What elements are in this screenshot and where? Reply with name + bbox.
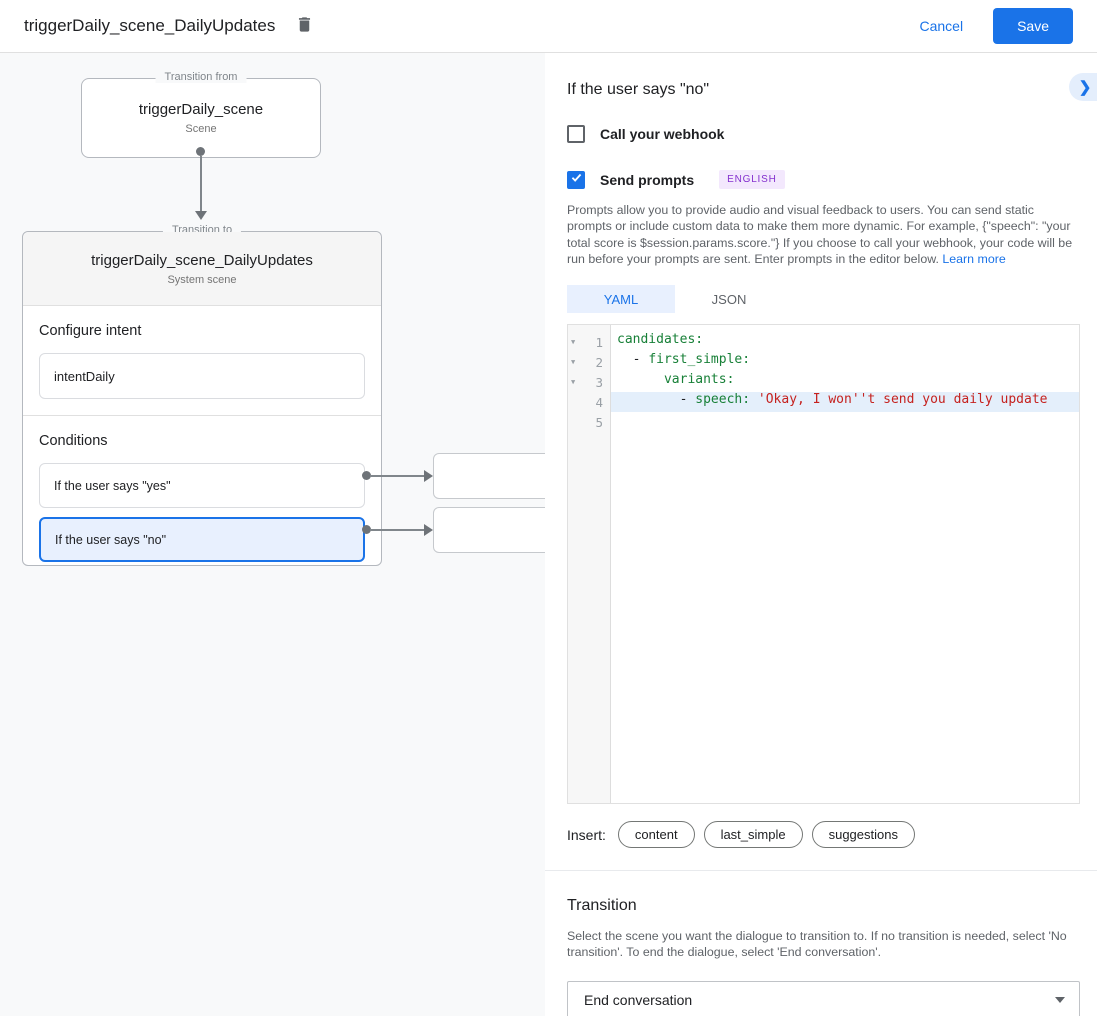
delete-scene-button[interactable] [295, 15, 314, 37]
to-scene-name: triggerDaily_scene_DailyUpdates [91, 251, 313, 269]
tab-json[interactable]: JSON [711, 291, 747, 307]
transition-from-legend: Transition from [155, 71, 247, 83]
prompts-description: Prompts allow you to provide audio and v… [567, 203, 1073, 266]
transition-description: Select the scene you want the dialogue t… [567, 929, 1067, 960]
connector-line [370, 475, 425, 477]
webhook-checkbox-row[interactable]: Call your webhook [567, 125, 1080, 143]
webhook-checkbox[interactable] [567, 125, 585, 143]
dropdown-caret-icon [1055, 996, 1065, 1003]
condition-editor-panel: ❯ If the user says "no" Call your webhoo… [545, 53, 1097, 1016]
insert-row: Insert: content last_simple suggestions [567, 821, 1080, 849]
code-line [611, 412, 1079, 432]
code-line: candidates: [617, 332, 704, 348]
transition-select-value: End conversation [584, 991, 693, 1008]
from-scene-name: triggerDaily_scene [138, 101, 264, 118]
insert-chip-last-simple[interactable]: last_simple [703, 821, 803, 849]
trash-icon [295, 15, 314, 37]
editor-format-tabs: YAML JSON [567, 285, 1080, 314]
transition-to-box: Transition to triggerDaily_scene_DailyUp… [22, 224, 382, 566]
save-button[interactable]: Save [993, 8, 1073, 44]
conditions-section: Conditions If the user says "yes" If the… [23, 416, 381, 587]
chevron-right-icon: ❯ [1078, 79, 1092, 96]
to-scene-type: System scene [167, 273, 237, 286]
cancel-button[interactable]: Cancel [919, 18, 964, 34]
prompt-code-editor[interactable]: ▼ 1 ▼ 2 ▼ 3 4 5 candidates: - first_simple:… [567, 324, 1080, 805]
transition-select[interactable]: End conversation [567, 980, 1080, 1016]
send-prompts-checkbox-row[interactable]: Send prompts ENGLISH [567, 170, 1080, 189]
fold-toggle-icon[interactable]: ▼ [571, 358, 576, 367]
configure-intent-section: Configure intent intentDaily [23, 306, 381, 416]
line-number: 1 [595, 334, 603, 350]
connector-line [200, 156, 202, 211]
collapse-panel-button[interactable]: ❯ [1069, 73, 1097, 101]
intent-field[interactable]: intentDaily [39, 353, 365, 399]
top-bar: triggerDaily_scene_DailyUpdates Cancel S… [0, 0, 1097, 53]
editor-code-area[interactable]: candidates: - first_simple: variants: - … [611, 325, 1079, 803]
fold-toggle-icon[interactable]: ▼ [571, 378, 576, 387]
connector-dot [362, 471, 371, 480]
connector-dot [196, 147, 205, 156]
from-scene-type: Scene [185, 123, 217, 135]
transition-section-title: Transition [567, 897, 637, 915]
panel-title: If the user says "no" [567, 81, 710, 98]
transition-from-box[interactable]: Transition from triggerDaily_scene Scene [81, 71, 321, 158]
condition-card-yes[interactable]: If the user says "yes" [39, 463, 365, 508]
arrow-right-icon [424, 524, 433, 536]
fold-toggle-icon[interactable]: ▼ [571, 338, 576, 347]
send-prompts-checkbox[interactable] [567, 170, 585, 189]
condition-target-box[interactable] [433, 507, 545, 553]
code-line: variants: [663, 372, 735, 388]
check-icon [570, 171, 583, 189]
tab-yaml[interactable]: YAML [567, 285, 675, 314]
learn-more-link[interactable]: Learn more [942, 251, 1006, 266]
connector-line [370, 529, 425, 531]
condition-target-box[interactable] [433, 453, 545, 499]
section-divider [545, 870, 1097, 872]
line-number: 4 [595, 394, 603, 410]
line-number: 5 [595, 414, 603, 430]
editor-gutter: ▼ 1 ▼ 2 ▼ 3 4 5 [568, 325, 611, 804]
conditions-label: Conditions [39, 433, 108, 449]
intent-value: intentDaily [54, 368, 115, 384]
condition-card-no[interactable]: If the user says "no" [39, 517, 365, 562]
line-number: 3 [595, 374, 603, 390]
insert-label: Insert: [567, 826, 606, 843]
webhook-label: Call your webhook [600, 126, 725, 142]
insert-chip-content[interactable]: content [617, 821, 695, 849]
code-line-highlighted: - speech: 'Okay, I won''t send you daily… [611, 392, 1079, 413]
scene-flow-canvas: Transition from triggerDaily_scene Scene… [0, 53, 545, 1016]
to-scene-header[interactable]: triggerDaily_scene_DailyUpdates System s… [23, 232, 381, 306]
arrow-down-icon [195, 211, 207, 220]
connector-dot [362, 525, 371, 534]
configure-intent-label: Configure intent [39, 323, 142, 339]
line-number: 2 [595, 354, 603, 370]
language-badge: ENGLISH [719, 170, 785, 189]
page-title: triggerDaily_scene_DailyUpdates [24, 16, 276, 35]
insert-chip-suggestions[interactable]: suggestions [811, 821, 915, 849]
send-prompts-label: Send prompts [600, 171, 695, 188]
arrow-right-icon [424, 470, 433, 482]
code-line: - first_simple: [617, 352, 751, 368]
